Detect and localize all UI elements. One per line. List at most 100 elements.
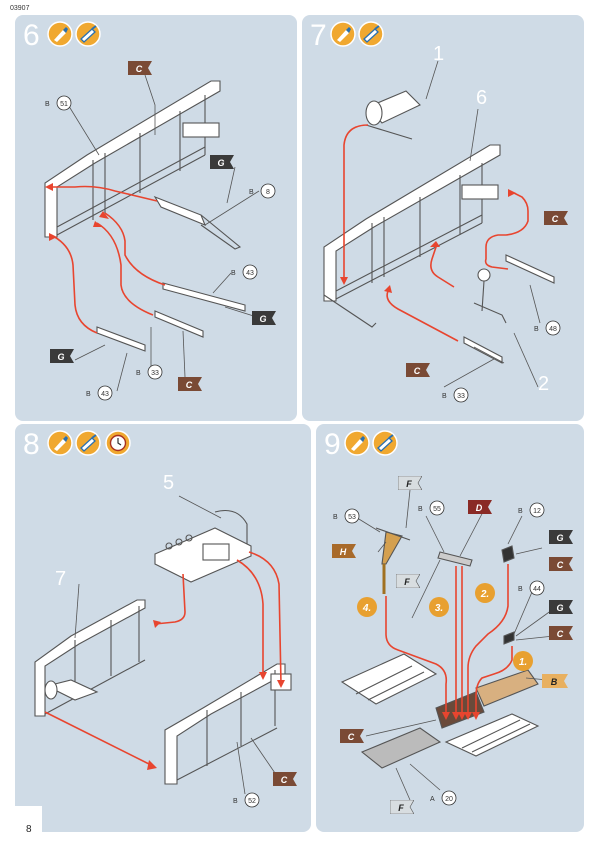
svg-text:F: F xyxy=(404,577,410,587)
order-badge: 2. xyxy=(475,583,495,603)
step-7-panel: 7 xyxy=(302,15,584,421)
tag-c: C xyxy=(549,626,573,640)
part-number: B 33 xyxy=(136,364,163,380)
glue-icon xyxy=(358,21,384,47)
svg-text:48: 48 xyxy=(549,326,557,333)
svg-text:B: B xyxy=(231,270,236,277)
svg-text:B: B xyxy=(333,514,338,521)
brush-icon xyxy=(330,21,356,47)
part-number: B 33 xyxy=(442,387,469,403)
tag-g: G xyxy=(549,600,573,614)
step-8-panel: 8 xyxy=(15,424,311,832)
part-number: A 20 xyxy=(430,790,457,806)
brush-icon xyxy=(47,21,73,47)
document-code: 03907 xyxy=(10,5,30,12)
part-number: B 51 xyxy=(45,95,72,111)
step-8-drawing xyxy=(34,495,292,795)
svg-text:B: B xyxy=(249,189,254,196)
tag-label: C xyxy=(136,64,143,74)
svg-text:4.: 4. xyxy=(362,603,371,614)
svg-text:8: 8 xyxy=(266,189,270,196)
tag-f: F xyxy=(390,800,414,814)
part-number: B 53 xyxy=(333,508,360,524)
svg-text:B: B xyxy=(551,677,558,687)
callout-6: 6 xyxy=(476,87,488,109)
svg-text:51: 51 xyxy=(60,101,68,108)
tag-d: D xyxy=(468,500,492,514)
step-number: 6 xyxy=(23,19,40,52)
tag-c: C xyxy=(273,772,297,786)
brush-icon xyxy=(344,430,370,456)
svg-text:1.: 1. xyxy=(519,657,527,668)
callout-5: 5 xyxy=(163,472,175,494)
step-6-drawing xyxy=(44,74,264,392)
tag-f: F xyxy=(396,574,420,588)
step-7-drawing xyxy=(323,60,555,388)
step-number: 9 xyxy=(324,428,341,461)
svg-text:F: F xyxy=(398,803,404,813)
tag-label: C xyxy=(186,380,193,390)
order-badge: 4. xyxy=(357,597,377,617)
order-badge: 3. xyxy=(429,597,449,617)
step-9-panel: 9 xyxy=(316,424,584,832)
step-9-drawing xyxy=(340,489,555,801)
svg-text:C: C xyxy=(414,366,421,376)
tag-g: G xyxy=(50,349,74,363)
tag-c: C xyxy=(406,363,430,377)
svg-text:B: B xyxy=(518,508,523,515)
svg-text:33: 33 xyxy=(151,370,159,377)
brush-icon xyxy=(47,430,73,456)
part-number: B 55 xyxy=(418,500,445,516)
svg-text:43: 43 xyxy=(101,391,109,398)
svg-text:55: 55 xyxy=(433,506,441,513)
svg-text:C: C xyxy=(348,732,355,742)
tag-label: G xyxy=(217,158,224,168)
svg-text:B: B xyxy=(518,586,523,593)
svg-text:C: C xyxy=(557,560,564,570)
part-number: B 52 xyxy=(233,792,260,808)
page-number: 8 xyxy=(26,824,32,835)
callout-2: 2 xyxy=(538,373,550,395)
svg-text:F: F xyxy=(406,479,412,489)
tag-c: C xyxy=(544,211,568,225)
tag-c: C xyxy=(340,729,364,743)
svg-text:B: B xyxy=(442,393,447,400)
svg-text:44: 44 xyxy=(533,586,541,593)
clock-icon xyxy=(105,430,131,456)
step-number: 8 xyxy=(23,428,40,461)
svg-text:20: 20 xyxy=(445,796,453,803)
tag-g: G xyxy=(549,530,573,544)
svg-text:B: B xyxy=(233,798,238,805)
svg-text:53: 53 xyxy=(348,514,356,521)
page-number-box: 8 xyxy=(0,806,42,848)
svg-text:C: C xyxy=(281,775,288,785)
part-number: B 44 xyxy=(518,580,545,596)
svg-text:52: 52 xyxy=(248,798,256,805)
svg-text:B: B xyxy=(136,370,141,377)
svg-text:B: B xyxy=(86,391,91,398)
svg-text:A: A xyxy=(430,796,435,803)
svg-text:33: 33 xyxy=(457,393,465,400)
svg-text:G: G xyxy=(556,603,563,613)
tag-label: G xyxy=(57,352,64,362)
glue-icon xyxy=(75,430,101,456)
tag-c: C xyxy=(178,377,202,391)
order-badge: 1. xyxy=(513,651,533,671)
step-number: 7 xyxy=(310,19,327,52)
tag-c: C xyxy=(549,557,573,571)
svg-text:3.: 3. xyxy=(435,603,443,614)
svg-text:H: H xyxy=(340,547,347,557)
tag-f: F xyxy=(398,476,422,490)
tag-label: G xyxy=(259,314,266,324)
tag-c: C xyxy=(128,61,152,75)
step-6-panel: 6 xyxy=(15,15,297,421)
svg-text:43: 43 xyxy=(246,270,254,277)
tag-g: G xyxy=(210,155,234,169)
svg-text:2.: 2. xyxy=(480,589,489,600)
glue-icon xyxy=(372,430,398,456)
svg-text:B: B xyxy=(534,326,539,333)
svg-text:B: B xyxy=(418,506,423,513)
callout-7: 7 xyxy=(55,568,67,590)
svg-text:B: B xyxy=(45,101,50,108)
